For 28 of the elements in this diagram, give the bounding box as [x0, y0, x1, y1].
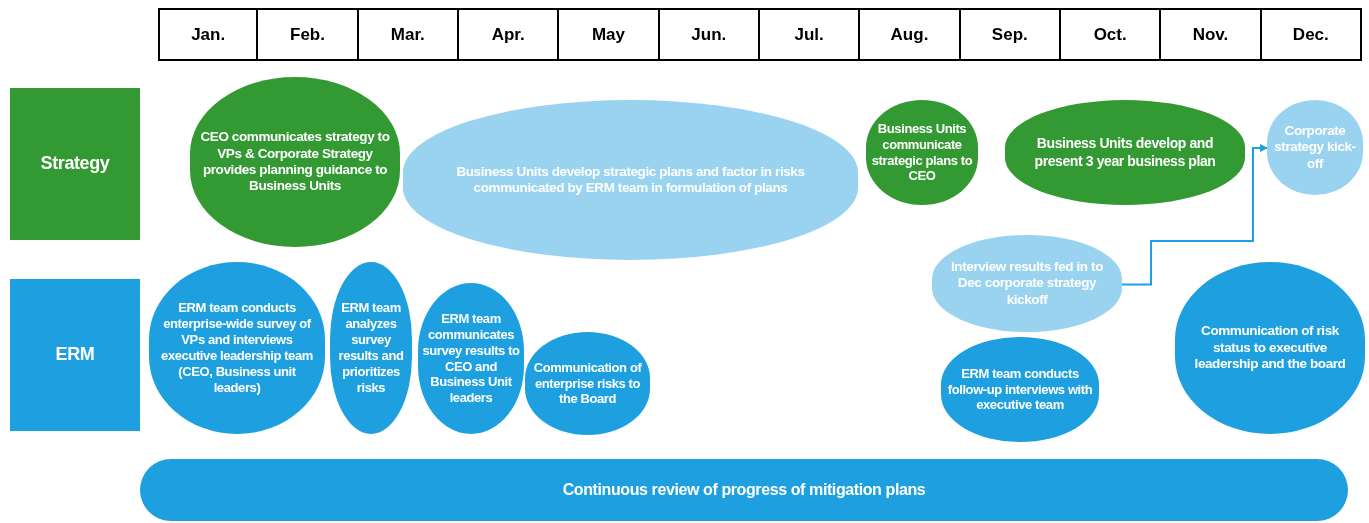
activity-pill: Communication of risk status to executive leadership and the board — [1175, 262, 1365, 434]
month-cell: Mar. — [356, 8, 459, 61]
month-cell: Jun. — [657, 8, 760, 61]
activity-pill: Business Units develop strategic plans and factor in risks communicated by ERM team in formulation of plans — [403, 100, 858, 260]
month-cell: Jul. — [758, 8, 861, 61]
arrow — [1121, 144, 1268, 286]
activity-pill: Business Units communicate strategic plans to CEO — [866, 100, 978, 205]
month-cell: May — [557, 8, 660, 61]
month-cell: Sep. — [958, 8, 1061, 61]
activity-pill: ERM team communicates survey results to CEO and Business Unit leaders — [418, 283, 524, 434]
activity-bar: Continuous review of progress of mitigation plans — [140, 459, 1348, 521]
activity-pill: CEO communicates strategy to VPs & Corporate Strategy provides planning guidance to Business Units — [190, 77, 400, 247]
month-cell: Dec. — [1259, 8, 1362, 61]
month-cell: Nov. — [1159, 8, 1262, 61]
activity-pill: Business Units develop and present 3 year business plan — [1005, 100, 1245, 205]
month-cell: Feb. — [256, 8, 359, 61]
activity-pill: Corporate strategy kick-off — [1267, 100, 1363, 195]
activity-pill: Interview results fed in to Dec corporate strategy kickoff — [932, 235, 1122, 332]
activity-pill: ERM team analyzes survey results and prioritizes risks — [330, 262, 412, 434]
month-cell: Apr. — [457, 8, 560, 61]
lane-header: Strategy — [10, 88, 140, 240]
month-cell: Aug. — [858, 8, 961, 61]
activity-pill: ERM team conducts follow-up interviews with executive team — [941, 337, 1099, 442]
month-cell: Oct. — [1059, 8, 1162, 61]
activity-pill: Communication of enterprise risks to the Board — [525, 332, 650, 435]
lane-header: ERM — [10, 279, 140, 431]
activity-pill: ERM team conducts enterprise-wide survey of VPs and interviews executive leadership team (CEO, Business unit leaders) — [149, 262, 325, 434]
month-cell: Jan. — [158, 8, 259, 61]
